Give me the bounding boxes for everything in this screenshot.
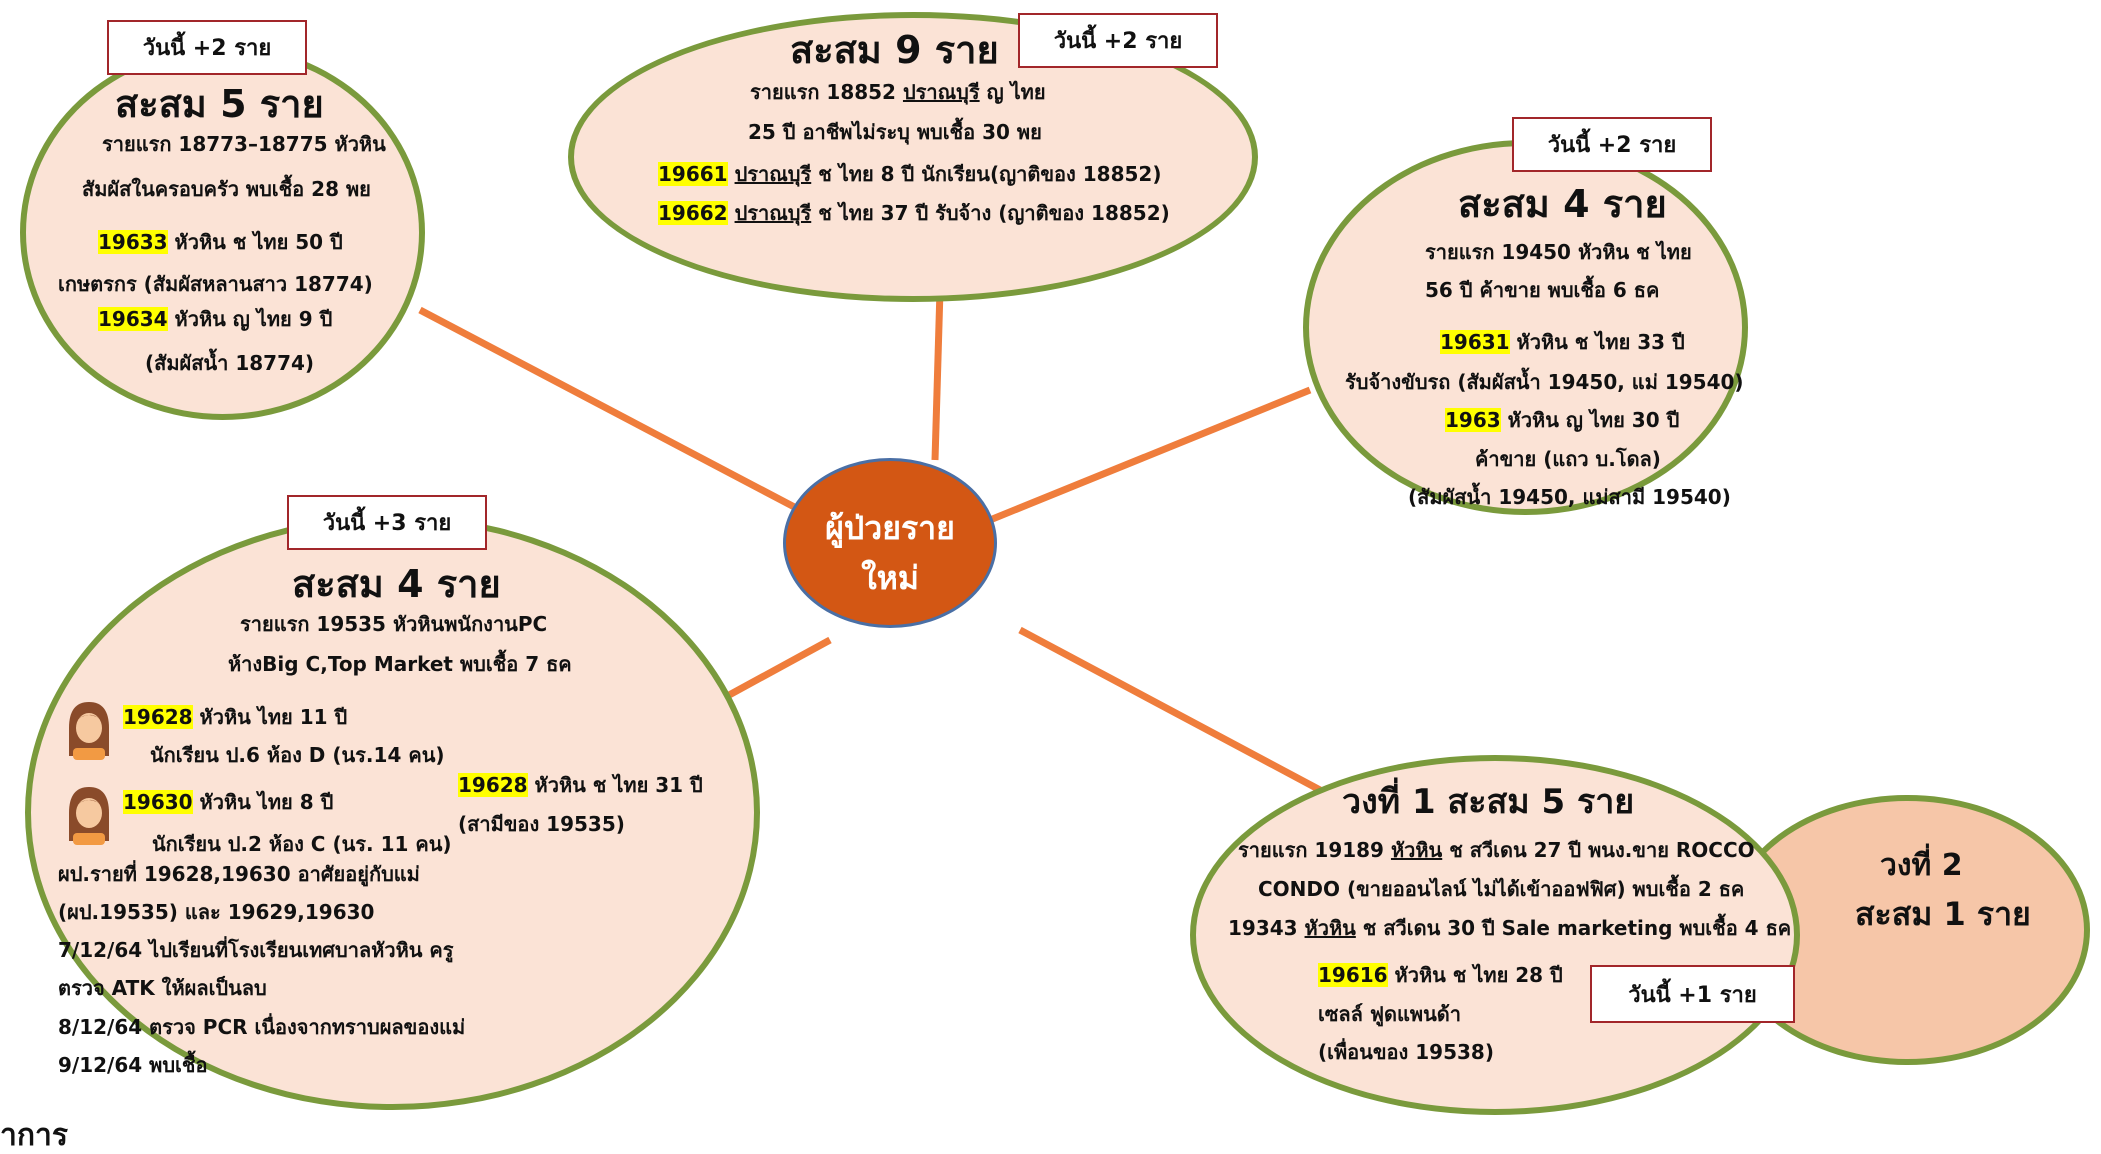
connector-bottom-right bbox=[1018, 626, 1322, 794]
cluster-right-case1-note: รับจ้างขับรถ (สัมผัสน้ำ 19450, แม่ 19540… bbox=[1345, 370, 1744, 394]
cluster-right-bubble bbox=[1303, 140, 1748, 515]
cluster-left-line1: รายแรก 19535 หัวหินพนักงานPC bbox=[240, 612, 548, 636]
cluster-right-case1: 19631 หัวหิน ช ไทย 33 ปี bbox=[1440, 330, 1685, 354]
cluster-top-left-case2-note: (สัมผัสน้ำ 18774) bbox=[145, 351, 315, 375]
cluster-left-note3: 7/12/64 ไปเรียนที่โรงเรียนเทศบาลหัวหิน ค… bbox=[58, 938, 454, 962]
case-id-highlight: 19634 bbox=[98, 307, 168, 331]
girl-avatar-icon bbox=[69, 787, 109, 845]
cluster-bottom-right-today-badge: วันนี้ +1 ราย bbox=[1590, 965, 1795, 1023]
cluster-right-case2-note2: (สัมผัสน้ำ 19450, แม่สามี 19540) bbox=[1408, 485, 1731, 509]
cluster-top-left-bubble bbox=[20, 45, 425, 420]
cluster-top-center-case2: 19662 ปราณบุรี ช ไทย 37 ปี รับจ้าง (ญาติ… bbox=[658, 201, 1170, 225]
connector-top-left bbox=[418, 306, 802, 514]
cluster-right-case2: 1963 หัวหิน ญ ไทย 30 ปี bbox=[1445, 408, 1680, 432]
case-id-highlight: 19616 bbox=[1318, 963, 1388, 987]
cluster-right-today-badge: วันนี้ +2 ราย bbox=[1512, 117, 1712, 172]
cluster-bottom-right-case1-note1: เซลล์ ฟูดแพนด้า bbox=[1318, 1002, 1461, 1026]
cluster-top-center-case1: 19661 ปราณบุรี ช ไทย 8 ปี นักเรียน(ญาติข… bbox=[658, 162, 1162, 186]
center-node-new-patients: ผู้ป่วยราย ใหม่ bbox=[783, 458, 997, 628]
case-id-highlight: 19633 bbox=[98, 230, 168, 254]
cluster-left-note1: ผป.รายที่ 19628,19630 อาศัยอยู่กับแม่ bbox=[58, 862, 420, 886]
case-id-highlight: 19662 bbox=[658, 201, 728, 225]
case-id-highlight: 19628 bbox=[123, 705, 193, 729]
cluster-left-case3: 19628 หัวหิน ช ไทย 31 ปี bbox=[458, 773, 703, 797]
cluster-top-left-today-badge: วันนี้ +2 ราย bbox=[107, 20, 307, 75]
case-id-highlight: 19661 bbox=[658, 162, 728, 186]
cluster-right-line2: 56 ปี ค้าขาย พบเชื้อ 6 ธค bbox=[1425, 278, 1660, 302]
cluster-bottom-right-line3: 19343 หัวหิน ช สวีเดน 30 ปี Sale marketi… bbox=[1228, 916, 1792, 940]
cluster-left-case2: 19630 หัวหิน ไทย 8 ปี bbox=[123, 790, 334, 814]
cluster-left-bubble bbox=[25, 515, 760, 1110]
cluster-bottom-right-bubble bbox=[1190, 755, 1800, 1115]
cluster-top-left-case2: 19634 หัวหิน ญ ไทย 9 ปี bbox=[98, 307, 333, 331]
case-id-highlight: 19630 bbox=[123, 790, 193, 814]
footer-fragment-text: าการ bbox=[0, 1118, 68, 1153]
cluster-bottom-right-line2: CONDO (ขายออนไลน์ ไม่ได้เข้าออฟฟิศ) พบเช… bbox=[1258, 877, 1745, 901]
cluster-bottom-right-case1-note2: (เพื่อนของ 19538) bbox=[1318, 1040, 1494, 1064]
cluster-right-line1: รายแรก 19450 หัวหิน ช ไทย bbox=[1425, 240, 1692, 264]
cluster-left-today-badge: วันนี้ +3 ราย bbox=[287, 495, 487, 550]
cluster-top-center-line2: 25 ปี อาชีพไม่ระบุ พบเชื้อ 30 พย bbox=[748, 120, 1042, 144]
connector-left bbox=[718, 636, 832, 704]
cluster-left-line2: ห้างBig C,Top Market พบเชื้อ 7 ธค bbox=[228, 652, 572, 676]
connector-top-center bbox=[931, 289, 944, 461]
cluster-top-left-line2: สัมผัสในครอบครัว พบเชื้อ 28 พย bbox=[82, 177, 371, 201]
connector-right bbox=[988, 386, 1312, 524]
cluster-top-center-line1: รายแรก 18852 ปราณบุรี ญ ไทย bbox=[750, 80, 1046, 104]
cluster-top-center-today-badge: วันนี้ +2 ราย bbox=[1018, 13, 1218, 68]
cluster-left-case1: 19628 หัวหิน ไทย 11 ปี bbox=[123, 705, 348, 729]
ring2-line1: วงที่ 2 bbox=[1880, 848, 1963, 883]
girl-avatar-icon bbox=[69, 702, 109, 760]
cluster-left-title: สะสม 4 ราย bbox=[292, 562, 501, 606]
cluster-left-case2-note: นักเรียน ป.2 ห้อง C (นร. 11 คน) bbox=[152, 832, 452, 856]
cluster-bottom-right-line1: รายแรก 19189 หัวหิน ช สวีเดน 27 ปี พนง.ข… bbox=[1238, 838, 1755, 862]
cluster-top-left-case1-note: เกษตรกร (สัมผัสหลานสาว 18774) bbox=[58, 272, 373, 296]
cluster-left-note5: 8/12/64 ตรวจ PCR เนื่องจากทราบผลของแม่ bbox=[58, 1015, 466, 1039]
case-id-highlight: 19628 bbox=[458, 773, 528, 797]
cluster-bottom-right-case1: 19616 หัวหิน ช ไทย 28 ปี bbox=[1318, 963, 1563, 987]
case-id-highlight: 1963 bbox=[1445, 408, 1501, 432]
cluster-left-note4: ตรวจ ATK ให้ผลเป็นลบ bbox=[58, 976, 267, 1000]
case-id-highlight: 19631 bbox=[1440, 330, 1510, 354]
cluster-right-title: สะสม 4 ราย bbox=[1458, 182, 1667, 226]
cluster-top-center-title: สะสม 9 ราย bbox=[790, 28, 999, 72]
cluster-bottom-right-title: วงที่ 1 สะสม 5 ราย bbox=[1342, 782, 1635, 822]
cluster-top-left-title: สะสม 5 ราย bbox=[115, 82, 324, 126]
cluster-left-note6: 9/12/64 พบเชื้อ bbox=[58, 1053, 208, 1077]
cluster-left-note2: (ผป.19535) และ 19629,19630 bbox=[58, 900, 375, 924]
cluster-right-case2-note1: ค้าขาย (แถว บ.โดล) bbox=[1475, 447, 1661, 471]
cluster-top-left-case1: 19633 หัวหิน ช ไทย 50 ปี bbox=[98, 230, 343, 254]
cluster-left-case1-note: นักเรียน ป.6 ห้อง D (นร.14 คน) bbox=[150, 743, 445, 767]
cluster-left-case3-note: (สามีของ 19535) bbox=[458, 812, 625, 836]
ring2-line2: สะสม 1 ราย bbox=[1855, 895, 2031, 933]
cluster-top-left-line1: รายแรก 18773–18775 หัวหิน bbox=[102, 132, 386, 156]
